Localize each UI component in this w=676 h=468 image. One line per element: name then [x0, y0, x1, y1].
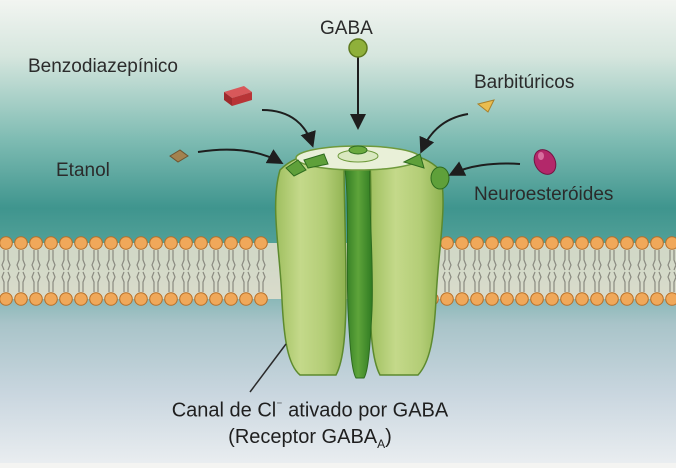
lipid-head — [165, 237, 178, 250]
caption-line2-prefix: (Receptor GABA — [228, 426, 377, 448]
lipid-head — [75, 237, 88, 250]
lipid-head — [606, 237, 619, 250]
etanol-label: Etanol — [56, 160, 110, 182]
lipid-head — [15, 237, 28, 250]
lipid-head — [0, 237, 12, 250]
lipid-head — [90, 237, 103, 250]
lipid-head — [75, 293, 88, 306]
lipid-head — [606, 293, 619, 306]
lipid-head — [621, 237, 634, 250]
lipid-head — [210, 237, 223, 250]
lipid-head — [150, 293, 163, 306]
lipid-head — [105, 237, 118, 250]
lipid-head — [561, 237, 574, 250]
lipid-head — [180, 293, 193, 306]
lipid-head — [90, 293, 103, 306]
lipid-head — [441, 293, 454, 306]
lipid-head — [486, 237, 499, 250]
lipid-head — [255, 293, 268, 306]
lipid-head — [636, 237, 649, 250]
lipid-head — [180, 237, 193, 250]
lipid-head — [486, 293, 499, 306]
lipid-head — [471, 293, 484, 306]
lipid-head — [210, 293, 223, 306]
lipid-head — [195, 237, 208, 250]
lipid-head — [225, 237, 238, 250]
lipid-head — [105, 293, 118, 306]
lipid-head — [120, 293, 133, 306]
lipid-head — [441, 237, 454, 250]
lipid-head — [30, 237, 43, 250]
caption-line-1: Canal de Cl⁻ ativado por GABA — [120, 398, 500, 423]
lipid-head — [471, 237, 484, 250]
lipid-head — [636, 293, 649, 306]
lipid-head — [225, 293, 238, 306]
lipid-head — [531, 293, 544, 306]
lipid-head — [501, 237, 514, 250]
lipid-head — [651, 293, 664, 306]
lipid-head — [30, 293, 43, 306]
lipid-head — [150, 237, 163, 250]
lipid-head — [621, 293, 634, 306]
lipid-head — [456, 237, 469, 250]
lipid-head — [666, 293, 676, 306]
caption-line1-prefix: Canal de Cl — [172, 400, 277, 422]
lipid-head — [45, 293, 58, 306]
lipid-head — [0, 293, 12, 306]
benzodiazepinico-label: Benzodiazepínico — [28, 56, 178, 78]
lipid-head — [591, 293, 604, 306]
lipid-head — [240, 293, 253, 306]
lipid-head — [135, 237, 148, 250]
lipid-head — [120, 237, 133, 250]
lipid-head — [516, 293, 529, 306]
lipid-head — [60, 293, 73, 306]
lipid-head — [576, 237, 589, 250]
lipid-head — [135, 293, 148, 306]
gaba-a-receptor-channel — [276, 146, 449, 378]
lipid-head — [15, 293, 28, 306]
caption-line-2: (Receptor GABAA) — [120, 426, 500, 451]
lipid-head — [561, 293, 574, 306]
gaba-binding-site — [349, 146, 367, 154]
lipid-head — [456, 293, 469, 306]
lipid-head — [195, 293, 208, 306]
neuroesteroides-label: Neuroesteróides — [474, 184, 613, 206]
lipid-head — [546, 293, 559, 306]
lipid-head — [240, 237, 253, 250]
gaba-label: GABA — [320, 18, 373, 40]
lipid-head — [60, 237, 73, 250]
caption-receptor-subtype: A — [377, 437, 385, 451]
barbituricos-label: Barbitúricos — [474, 72, 574, 94]
lipid-head — [516, 237, 529, 250]
caption-line1-suffix: ativado por GABA — [283, 400, 449, 422]
lipid-head — [546, 237, 559, 250]
lipid-head — [45, 237, 58, 250]
lipid-head — [255, 237, 268, 250]
lipid-head — [531, 237, 544, 250]
neurosteroid-binding-site — [431, 167, 449, 189]
lipid-head — [666, 237, 676, 250]
lipid-head — [591, 237, 604, 250]
lipid-head — [501, 293, 514, 306]
lipid-head — [576, 293, 589, 306]
lipid-head — [165, 293, 178, 306]
lipid-head — [651, 237, 664, 250]
caption-line2-suffix: ) — [385, 426, 392, 448]
